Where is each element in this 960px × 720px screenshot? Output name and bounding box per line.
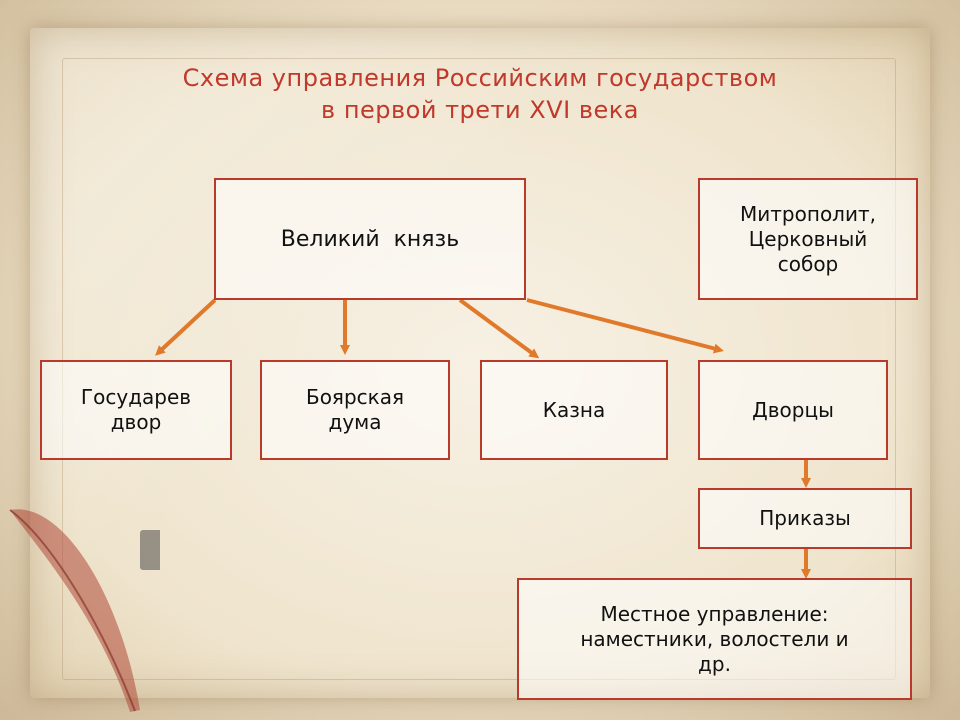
node-local-government-line-2: наместники, волостели и — [580, 626, 849, 651]
title-line-1: Схема управления Российским государством — [182, 64, 778, 92]
node-sovereign-court: Государев двор — [40, 360, 232, 460]
node-metropolitan-line-3: собор — [777, 251, 839, 276]
node-treasury: Казна — [480, 360, 668, 460]
node-treasury-label: Казна — [542, 397, 606, 422]
arrow-prince-to-court — [155, 298, 217, 356]
node-local-government-line-3: др. — [698, 651, 731, 676]
quill-and-inkwell-icon — [9, 509, 160, 712]
diagram-title: Схема управления Российским государством… — [0, 62, 960, 126]
node-sovereign-court-line-2: двор — [110, 410, 162, 434]
node-local-government-line-1: Местное управление: — [600, 601, 829, 626]
node-grand-prince: Великий князь — [214, 178, 526, 300]
node-sovereign-court-line-1: Государев — [80, 385, 192, 409]
node-metropolitan-line-2: Церковный — [748, 226, 868, 251]
node-prikazy-label: Приказы — [759, 506, 851, 530]
arrow-prince-to-palaces — [526, 298, 724, 354]
node-prikazy: Приказы — [698, 488, 912, 549]
arrow-prince-to-treasury — [458, 298, 540, 359]
node-boyar-duma-line-1: Боярская — [305, 385, 405, 409]
node-boyar-duma: Боярская дума — [260, 360, 450, 460]
title-line-2: в первой трети XVI века — [321, 96, 639, 124]
node-palaces-label: Дворцы — [752, 397, 834, 422]
node-local-government: Местное управление: наместники, волостел… — [517, 578, 912, 700]
node-metropolitan: Митрополит, Церковный собор — [698, 178, 918, 300]
node-metropolitan-line-1: Митрополит, — [740, 201, 876, 226]
node-boyar-duma-line-2: дума — [328, 410, 382, 434]
node-palaces: Дворцы — [698, 360, 888, 460]
node-grand-prince-label: Великий князь — [280, 226, 460, 252]
